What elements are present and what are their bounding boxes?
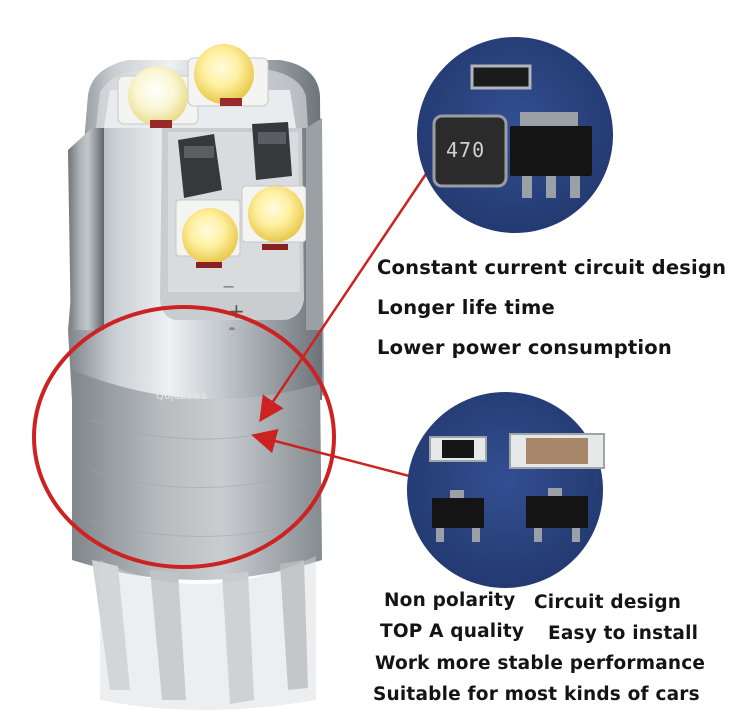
svg-text:−: − (222, 277, 235, 296)
inductor-marking: 470 (446, 138, 486, 162)
feature-circuit-design: Circuit design (534, 592, 682, 613)
svg-text:+: + (228, 299, 245, 323)
feature-constant-current: Constant current circuit design (377, 256, 727, 279)
feature-stable-performance: Work more stable performance (375, 653, 706, 674)
feature-top-a-quality: TOP A quality (380, 621, 525, 642)
feature-lower-power: Lower power consumption (377, 336, 672, 359)
non-polarity-chip-icon (407, 392, 605, 588)
highlight-circle-icon (32, 305, 336, 569)
feature-longer-life: Longer life time (377, 296, 555, 319)
constant-current-chip-icon (417, 37, 613, 233)
feature-easy-install: Easy to install (548, 623, 699, 644)
feature-non-polarity: Non polarity (384, 590, 516, 611)
watermark: Qujuzawa (156, 391, 208, 402)
t10-led-bulb-icon: − + (68, 44, 324, 710)
feature-most-cars: Suitable for most kinds of cars (373, 684, 700, 705)
